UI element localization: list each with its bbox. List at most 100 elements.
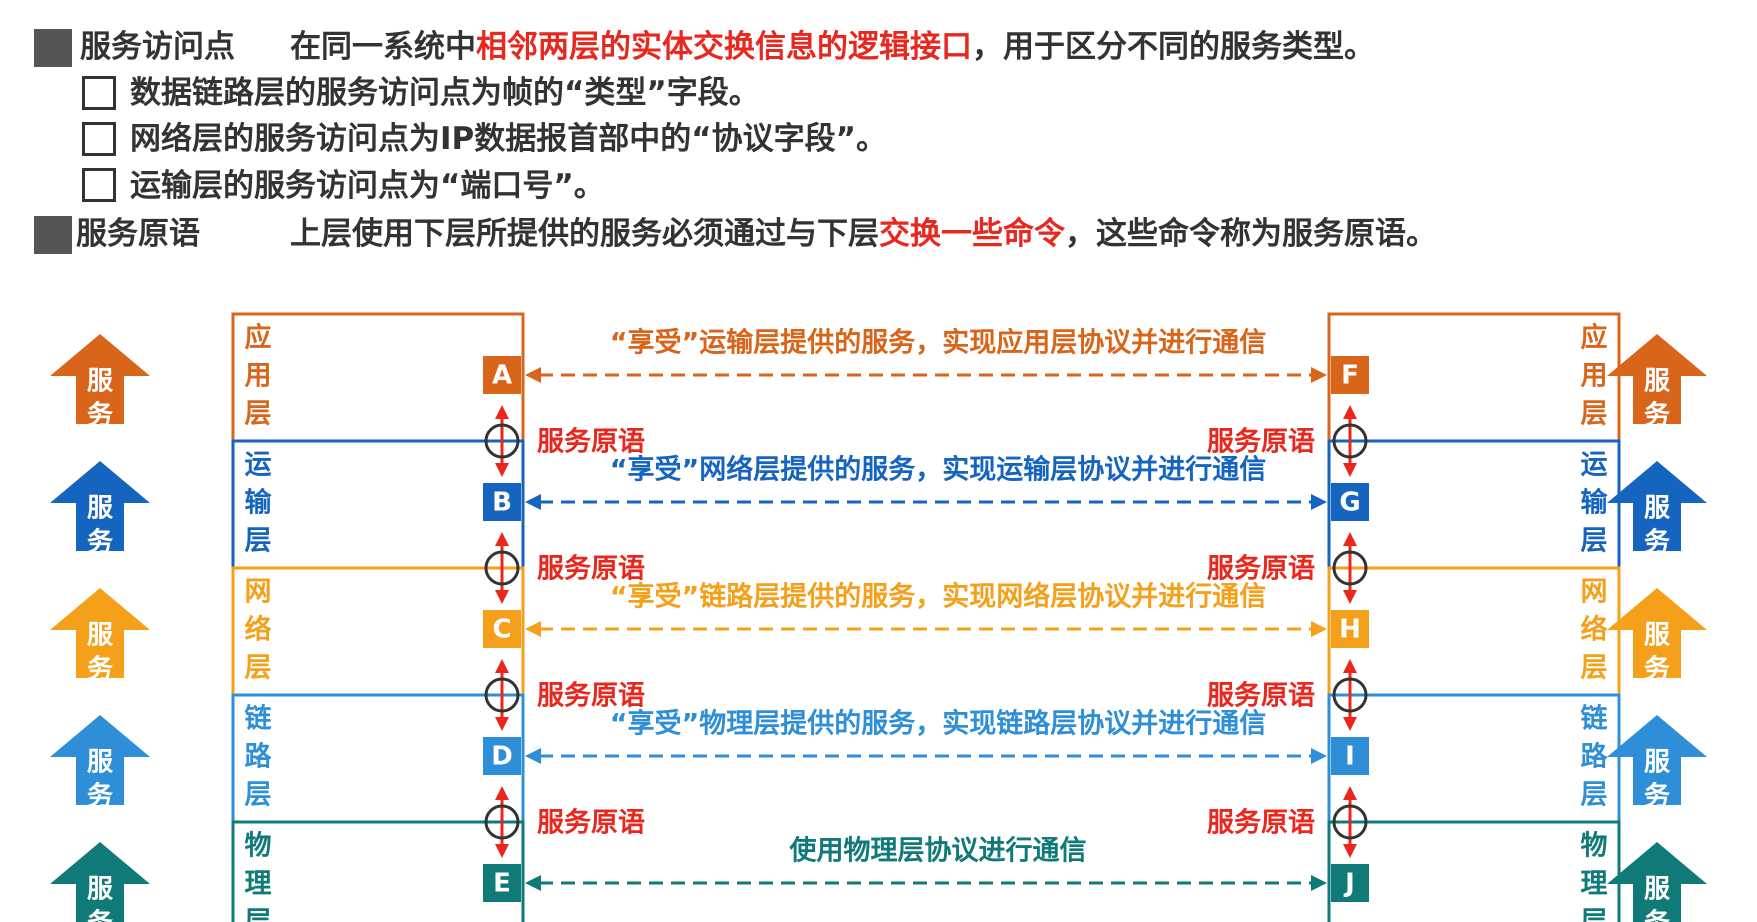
service-label-char: 服 [1644, 748, 1671, 778]
sap-description: 在同一系统中相邻两层的实体交换信息的逻辑接口，用于区分不同的服务类型。 [290, 29, 1375, 65]
service-arrow-right-icon [1607, 842, 1707, 922]
service-label-char: 服 [87, 494, 114, 524]
arrow-head-left-icon [525, 748, 541, 764]
layer-name-right-char: 层 [1581, 653, 1608, 684]
checkbox-square-icon [82, 122, 116, 156]
sap-box-left [483, 483, 521, 521]
arrow-up-icon [1343, 786, 1357, 800]
sap-label-left: A [492, 361, 512, 391]
layer-name-right-char: 层 [1581, 907, 1608, 922]
interface-circle-icon [1332, 804, 1368, 840]
service-label-char: 服 [87, 748, 114, 778]
service-arrow-right-icon [1607, 334, 1707, 424]
peer-comm-label: “享受”链路层提供的服务，实现网络层协议并进行通信 [610, 581, 1267, 613]
layer-name-left-char: 链 [245, 703, 272, 735]
service-arrow-right-icon [1607, 461, 1707, 551]
service-label-char: 务 [87, 909, 113, 922]
service-label-char: 务 [87, 782, 113, 812]
sap-box-left [483, 737, 521, 775]
layer-box-left [231, 693, 525, 824]
sap-box-right [1331, 610, 1369, 648]
service-arrow-right-icon [1607, 715, 1707, 805]
service-arrow-left-icon [50, 461, 150, 551]
service-label-char: 务 [1644, 655, 1670, 685]
sap-box-right [1331, 864, 1369, 902]
sap-term: 服务访问点 [80, 29, 235, 65]
service-label-char: 服 [1644, 621, 1671, 651]
arrow-down-icon [1343, 463, 1357, 477]
arrow-head-right-icon [1311, 494, 1327, 510]
primitive-description: 上层使用下层所提供的服务必须通过与下层交换一些命令，这些命令称为服务原语。 [290, 216, 1437, 252]
arrow-down-icon [495, 463, 509, 477]
arrow-head-right-icon [1311, 621, 1327, 637]
primitive-label-left: 服务原语 [537, 427, 645, 458]
layer-name-right-char: 层 [1581, 780, 1608, 811]
interface-circle-icon [484, 550, 520, 586]
layer-name-left-char: 络 [245, 614, 272, 646]
peer-comm-label: “享受”物理层提供的服务，实现链路层协议并进行通信 [610, 708, 1267, 740]
layer-name-right-char: 路 [1581, 741, 1609, 773]
layer-name-right-char: 物 [1581, 831, 1608, 862]
arrow-down-icon [1343, 590, 1357, 604]
sap-label-right: H [1339, 615, 1361, 645]
service-arrow-left-icon [50, 588, 150, 678]
service-label-char: 服 [1644, 875, 1671, 905]
arrow-head-left-icon [525, 367, 541, 383]
sap-box-right [1331, 737, 1369, 775]
sap-label-right: F [1341, 361, 1359, 391]
layer-name-right-char: 层 [1581, 526, 1608, 557]
arrow-head-left-icon [525, 621, 541, 637]
arrow-down-icon [1343, 844, 1357, 858]
arrow-head-left-icon [525, 494, 541, 510]
layer-name-right-char: 应 [1581, 322, 1608, 354]
service-label-char: 务 [1644, 401, 1670, 431]
arrow-down-icon [495, 844, 509, 858]
arrow-head-left-icon [525, 875, 541, 891]
layer-name-left-char: 应 [245, 322, 272, 354]
layer-name-left-char: 层 [245, 780, 272, 811]
peer-comm-label: “享受”网络层提供的服务，实现运输层协议并进行通信 [610, 454, 1267, 486]
service-arrow-left-icon [50, 842, 150, 922]
checkbox-square-icon [82, 76, 116, 110]
sap-label-left: B [492, 488, 512, 518]
sap-box-left [483, 864, 521, 902]
layer-box-left [231, 566, 525, 697]
layer-name-left-char: 层 [245, 526, 272, 557]
arrow-up-icon [495, 405, 509, 419]
sap-box-right [1331, 356, 1369, 394]
layer-name-left-char: 层 [245, 907, 272, 922]
layer-name-left-char: 层 [245, 653, 272, 684]
peer-comm-label: 使用物理层协议进行通信 [789, 835, 1087, 867]
layer-name-right-char: 层 [1581, 399, 1608, 430]
service-label-char: 服 [1644, 367, 1671, 397]
primitive-label-right: 服务原语 [1207, 554, 1315, 585]
service-label-char: 服 [87, 367, 114, 397]
interface-circle-icon [1332, 677, 1368, 713]
arrow-up-icon [1343, 659, 1357, 673]
layer-box-right [1327, 820, 1621, 922]
service-label-char: 务 [1644, 909, 1670, 922]
arrow-head-right-icon [1311, 875, 1327, 891]
interface-circle-icon [1332, 550, 1368, 586]
layer-name-left-char: 运 [245, 450, 272, 481]
arrow-up-icon [1343, 405, 1357, 419]
sap-box-left [483, 356, 521, 394]
layer-box-right [1327, 312, 1621, 443]
service-label-char: 服 [87, 621, 114, 651]
sap-label-right: I [1345, 742, 1355, 772]
layer-name-right-char: 用 [1581, 361, 1608, 392]
layer-name-left-char: 路 [245, 741, 273, 773]
peer-comm-label: “享受”运输层提供的服务，实现应用层协议并进行通信 [610, 327, 1267, 359]
service-arrow-right-icon [1607, 588, 1707, 678]
service-label-char: 务 [1644, 782, 1670, 812]
bullet-square-icon [34, 29, 72, 67]
layer-name-left-char: 理 [245, 869, 272, 900]
arrow-up-icon [495, 532, 509, 546]
sap-box-left [483, 610, 521, 648]
layer-name-right-char: 运 [1581, 450, 1608, 481]
service-label-char: 务 [87, 528, 113, 558]
layer-box-right [1327, 439, 1621, 570]
interface-circle-icon [1332, 423, 1368, 459]
primitive-label-left: 服务原语 [537, 554, 645, 585]
